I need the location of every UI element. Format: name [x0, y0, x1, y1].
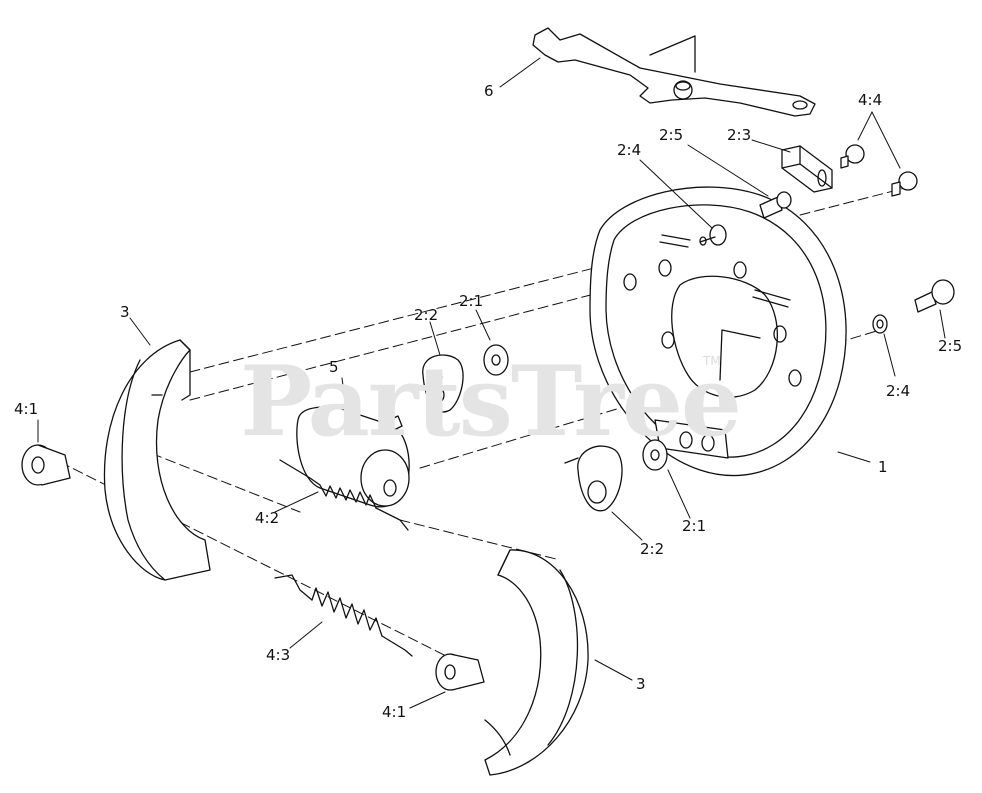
callout-2-3: 2:3 — [727, 126, 752, 144]
holddown-cap-left-part — [21, 444, 71, 486]
callout-4-2: 4:2 — [255, 509, 280, 527]
watermark-logo: PartsTree — [240, 345, 742, 458]
callout-4-1-lower: 4:1 — [382, 703, 407, 721]
callout-2-2-upper: 2:2 — [414, 306, 439, 324]
callout-3-lower: 3 — [636, 675, 646, 693]
bolts-4-4-part — [840, 144, 918, 197]
washer-2-1-lower-part — [642, 439, 668, 471]
eccentric-2-2-lower-part — [564, 445, 623, 512]
holddown-cap-right-part — [435, 653, 485, 691]
watermark-trademark: TM — [703, 354, 721, 368]
spring-4-2-part — [279, 459, 409, 531]
brake-shoe-right-part — [484, 549, 589, 776]
callout-5: 5 — [329, 358, 339, 376]
callout-2-1-upper: 2:1 — [459, 292, 484, 310]
callout-2-4-upper: 2:4 — [617, 141, 642, 159]
wheel-cylinder-part — [296, 406, 410, 508]
callout-6: 6 — [484, 82, 494, 100]
bolt-2-5-upper-part — [759, 191, 792, 219]
washer-2-4-right-part — [872, 314, 888, 334]
callout-2-5-upper: 2:5 — [659, 126, 684, 144]
callout-3-upper: 3 — [120, 303, 130, 321]
callout-2-2-lower: 2:2 — [640, 540, 665, 558]
adjuster-block-part — [781, 145, 833, 193]
washer-2-1-upper-part — [483, 344, 509, 376]
eccentric-2-2-upper-part — [422, 354, 464, 413]
backing-plate-part — [589, 186, 847, 477]
callout-1: 1 — [878, 458, 888, 476]
brake-shoe-left-part — [103, 339, 211, 581]
plate-pin-part — [699, 224, 727, 246]
callout-4-3: 4:3 — [266, 646, 291, 664]
callout-2-1-lower: 2:1 — [682, 517, 707, 535]
leader-lines — [37, 57, 946, 709]
bolt-2-5-right-part — [914, 279, 955, 313]
callout-4-1-left: 4:1 — [14, 400, 39, 418]
callout-2-4-right: 2:4 — [886, 382, 911, 400]
brake-lever-part — [532, 27, 816, 117]
callout-4-4: 4:4 — [858, 91, 883, 109]
spring-4-3-part — [274, 574, 413, 657]
callout-2-5-right: 2:5 — [938, 337, 963, 355]
